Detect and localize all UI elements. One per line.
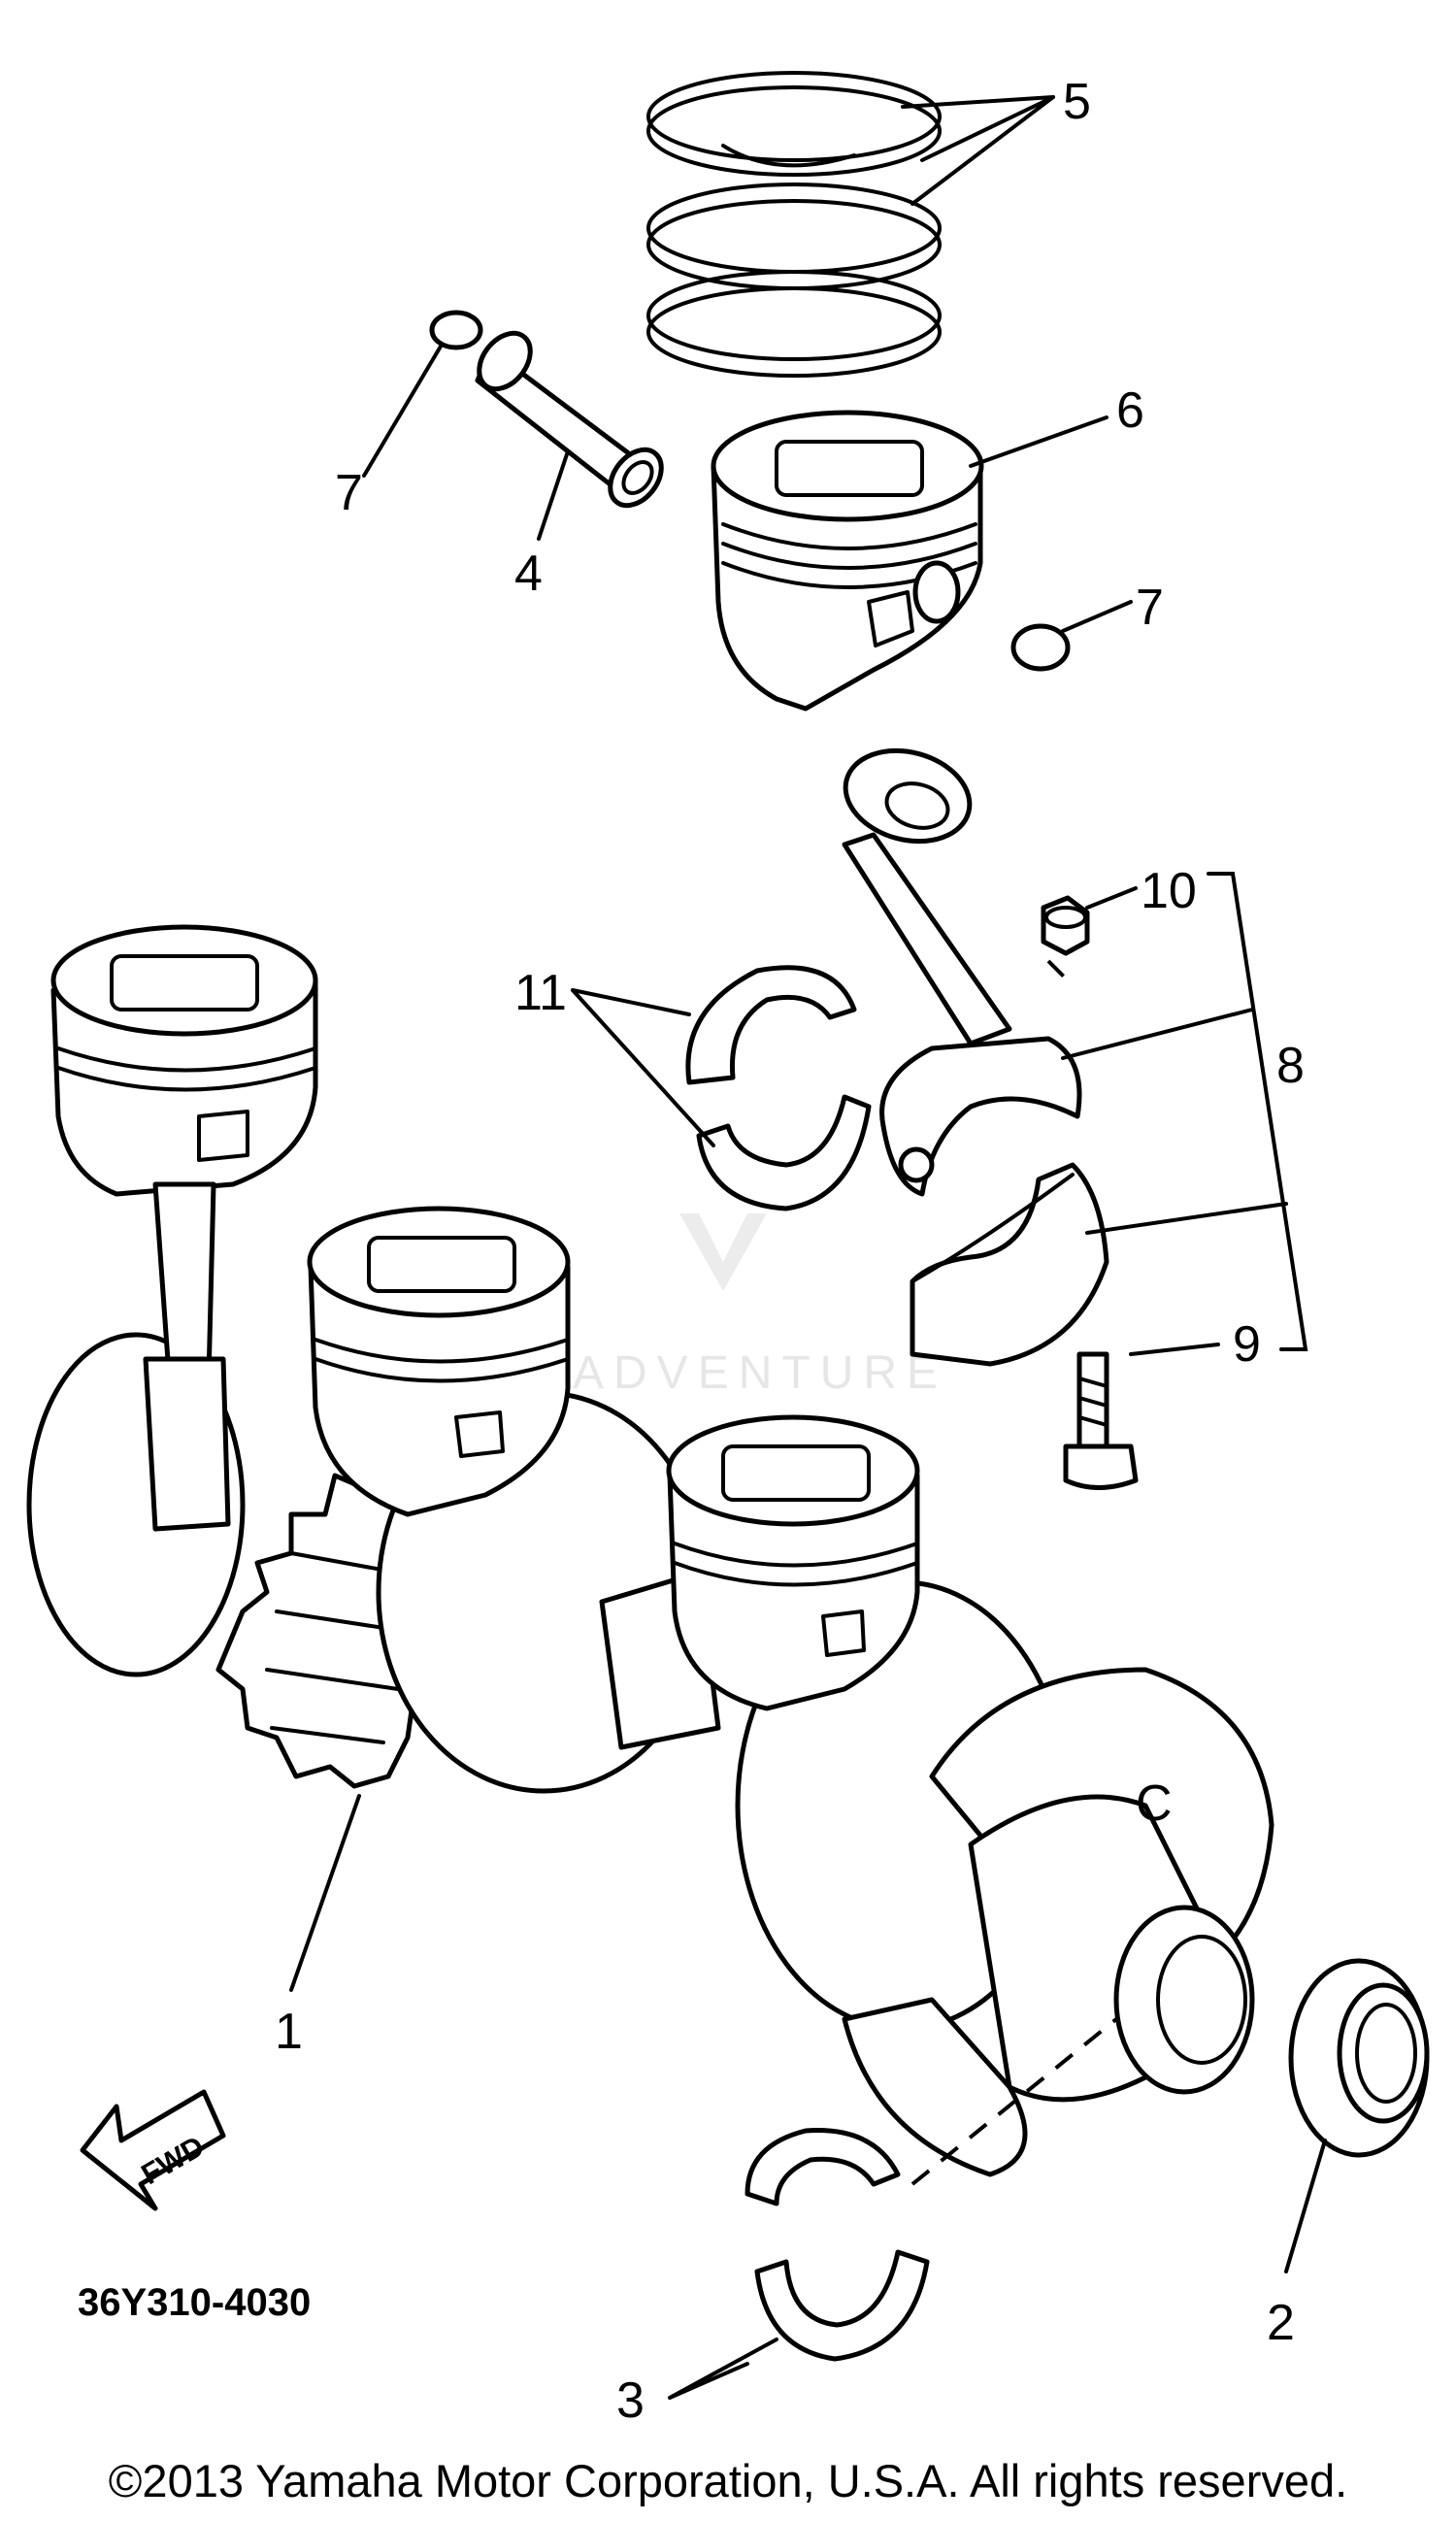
callout-3-group: 3 <box>616 2338 778 2429</box>
dashed-guide-bearing <box>910 2017 1118 2186</box>
callout-2-group: 2 <box>1267 2139 1327 2351</box>
callout-3: 3 <box>616 2372 645 2429</box>
callout-10: 10 <box>1141 863 1197 919</box>
connecting-rod <box>842 747 1109 1367</box>
callout-8-group: 8 <box>1061 872 1308 1351</box>
callout-11: 11 <box>514 965 567 1021</box>
callout-7-right-group: 7 <box>1061 580 1164 636</box>
callout-8: 8 <box>1276 1038 1305 1094</box>
piston-pin <box>475 330 664 509</box>
callout-5-group: 6 <box>969 382 1144 468</box>
crankshaft-assembly: C <box>26 924 1274 2177</box>
bolt <box>1063 1351 1139 1490</box>
copyright-notice: ©2013 Yamaha Motor Corporation, U.S.A. A… <box>108 2455 1348 2506</box>
callout-10-group: 10 <box>1085 863 1197 919</box>
callout-6: 5 <box>1063 74 1091 130</box>
oil-seal <box>1288 1958 1430 2158</box>
callout-2: 2 <box>1267 2295 1295 2351</box>
drawing-code: 36Y310-4030 <box>78 2281 311 2324</box>
callout-6-group: 5 <box>901 74 1091 206</box>
watermark-text: ADVENTURE <box>573 1347 947 1399</box>
forward-arrow: FWD <box>80 2089 226 2211</box>
callout-4-group: 4 <box>514 449 570 602</box>
circlip-right <box>1010 623 1071 672</box>
piston-rings <box>646 71 942 378</box>
connecting-rod-bearing <box>685 965 872 1211</box>
callout-11-group: 11 <box>514 965 715 1147</box>
watermark: ADVENTURE <box>573 1213 947 1399</box>
callout-5: 6 <box>1116 382 1144 439</box>
callout-4: 4 <box>514 546 543 602</box>
crank-mark: C <box>1136 1775 1173 1832</box>
dashed-guide-nut <box>1046 959 1070 982</box>
nut <box>1041 895 1090 956</box>
piston <box>711 410 984 712</box>
circlip-upper <box>429 310 483 350</box>
callout-9: 9 <box>1233 1316 1261 1373</box>
callout-7-upper: 7 <box>335 465 363 521</box>
main-bearing <box>745 2128 930 2362</box>
callout-1-group: 1 <box>275 1794 361 2060</box>
callout-7-upper-group: 7 <box>335 343 444 521</box>
callout-9-group: 9 <box>1129 1316 1261 1373</box>
callout-1: 1 <box>275 2004 303 2060</box>
callout-7-right: 7 <box>1136 580 1164 636</box>
